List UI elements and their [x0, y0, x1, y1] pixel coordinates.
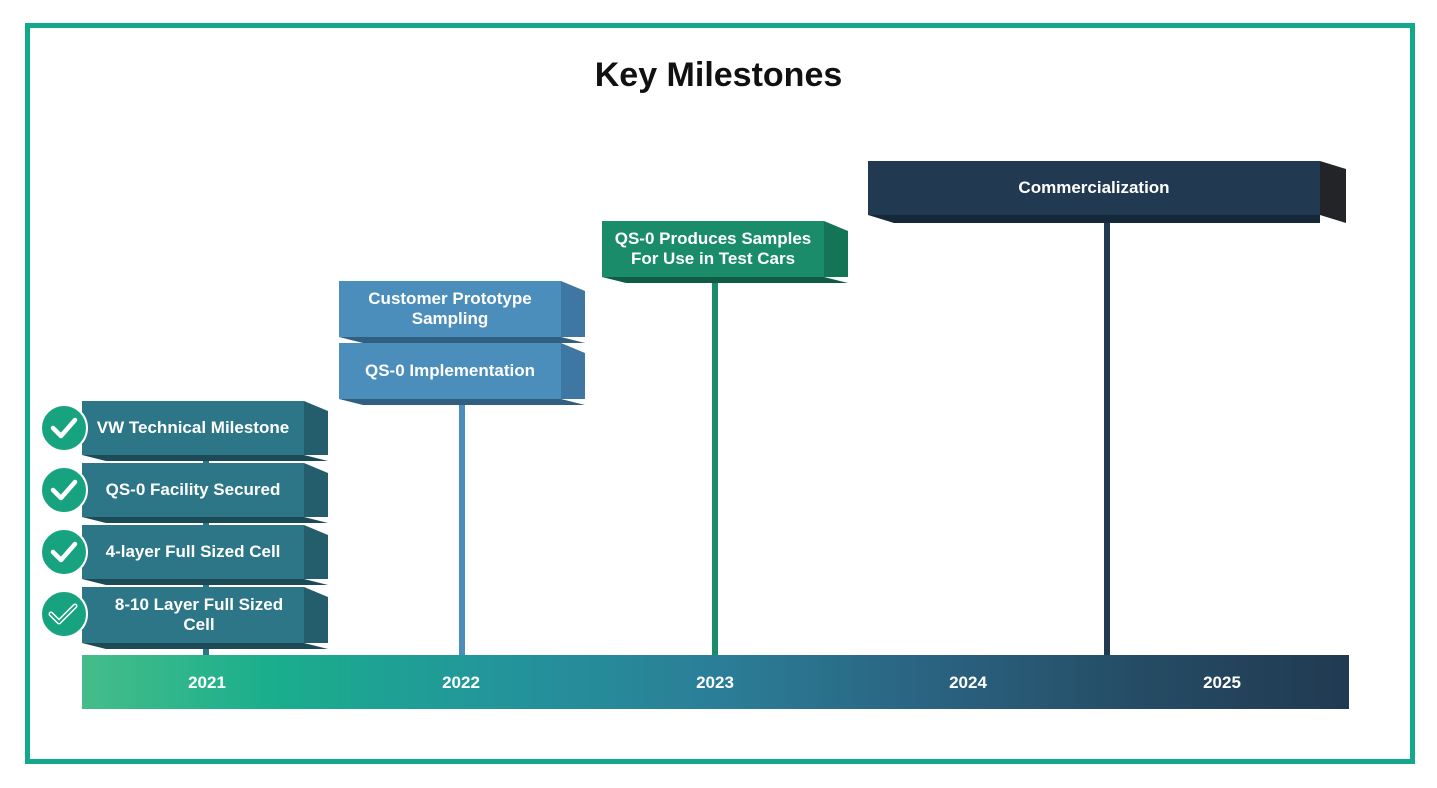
milestone-label: VW Technical Milestone [82, 401, 304, 455]
check-circle-icon [40, 528, 88, 576]
milestone-label: QS-0 Facility Secured [82, 463, 304, 517]
milestone-label: QS-0 Implementation [339, 343, 561, 399]
milestone-customer-prototype: Customer Prototype Sampling [339, 281, 585, 343]
timeline-bar [82, 655, 1349, 709]
check-circle-icon [40, 404, 88, 452]
pole-2025 [1104, 218, 1110, 655]
pole-2022 [459, 400, 465, 655]
milestone-label: 8-10 Layer Full Sized Cell [82, 587, 304, 643]
milestone-qs0-facility: QS-0 Facility Secured [82, 463, 328, 523]
milestone-vw-technical: VW Technical Milestone [82, 401, 328, 461]
milestone-qs0-samples: QS-0 Produces Samples For Use in Test Ca… [602, 221, 848, 283]
milestone-eight-ten-layer: 8-10 Layer Full Sized Cell [82, 587, 328, 649]
year-label-2022: 2022 [442, 673, 480, 692]
milestone-four-layer: 4-layer Full Sized Cell [82, 525, 328, 585]
milestone-label: 4-layer Full Sized Cell [82, 525, 304, 579]
year-label-2024: 2024 [949, 673, 987, 692]
milestone-label: QS-0 Produces Samples For Use in Test Ca… [602, 221, 824, 277]
year-label-2023: 2023 [696, 673, 734, 692]
milestone-commercialization: Commercialization [868, 161, 1346, 223]
milestone-label: Commercialization [868, 161, 1320, 215]
page-title: Key Milestones [594, 56, 843, 94]
diagram-frame [25, 23, 1415, 764]
year-label-2021: 2021 [188, 673, 226, 692]
year-label-2025: 2025 [1203, 673, 1241, 692]
milestone-qs0-implementation: QS-0 Implementation [339, 343, 585, 405]
check-circle-icon [40, 466, 88, 514]
pole-2023 [712, 280, 718, 655]
milestone-label: Customer Prototype Sampling [339, 281, 561, 337]
double-check-circle-icon [40, 590, 88, 638]
